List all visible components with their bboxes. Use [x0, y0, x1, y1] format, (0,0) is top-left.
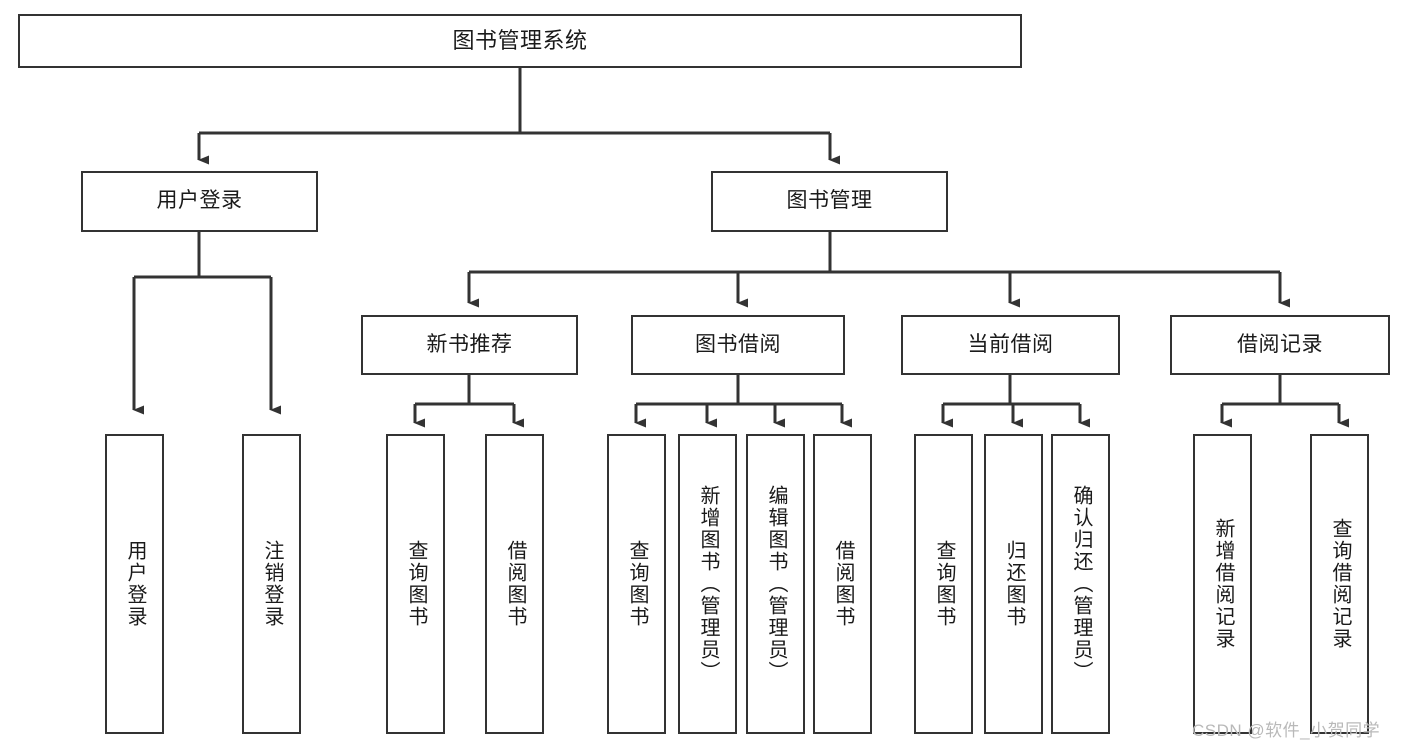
leaf-book-borrow-2[interactable]: 新增图书（管理员）	[678, 434, 737, 734]
node-label: 图书借阅	[695, 332, 781, 356]
node-label: 注销登录	[261, 540, 283, 628]
node-current-borrow[interactable]: 当前借阅	[901, 315, 1120, 375]
node-label: 新增图书（管理员）	[697, 485, 719, 683]
node-label: 图书管理系统	[452, 28, 588, 54]
node-label: 新书推荐	[426, 332, 513, 356]
leaf-borrow-record-2[interactable]: 查询借阅记录	[1310, 434, 1369, 734]
node-borrow-record[interactable]: 借阅记录	[1170, 315, 1390, 375]
node-label: 借阅图书	[832, 540, 854, 628]
node-label: 借阅记录	[1237, 332, 1323, 356]
node-book-borrow[interactable]: 图书借阅	[631, 315, 845, 375]
node-label: 查询图书	[405, 540, 427, 628]
leaf-borrow-record-1[interactable]: 新增借阅记录	[1193, 434, 1252, 734]
node-label: 查询借阅记录	[1329, 518, 1351, 650]
node-label: 归还图书	[1003, 540, 1025, 628]
node-user-login[interactable]: 用户登录	[81, 171, 318, 232]
node-label: 图书管理	[786, 189, 873, 213]
node-book-management[interactable]: 图书管理	[711, 171, 948, 232]
node-label: 查询图书	[933, 540, 955, 628]
leaf-book-borrow-1[interactable]: 查询图书	[607, 434, 666, 734]
leaf-book-borrow-3[interactable]: 编辑图书（管理员）	[746, 434, 805, 734]
node-new-book-recommend[interactable]: 新书推荐	[361, 315, 578, 375]
node-label: 当前借阅	[967, 332, 1054, 356]
node-label: 新增借阅记录	[1212, 518, 1234, 650]
node-label: 编辑图书（管理员）	[765, 485, 787, 683]
node-label: 借阅图书	[504, 540, 526, 628]
node-label: 确认归还（管理员）	[1070, 485, 1092, 683]
node-label: 用户登录	[124, 540, 146, 628]
leaf-user-login-2[interactable]: 注销登录	[242, 434, 301, 734]
node-root-system[interactable]: 图书管理系统	[18, 14, 1022, 68]
leaf-book-borrow-4[interactable]: 借阅图书	[813, 434, 872, 734]
leaf-new-book-recommend-2[interactable]: 借阅图书	[485, 434, 544, 734]
leaf-user-login-1[interactable]: 用户登录	[105, 434, 164, 734]
leaf-new-book-recommend-1[interactable]: 查询图书	[386, 434, 445, 734]
leaf-current-borrow-3[interactable]: 确认归还（管理员）	[1051, 434, 1110, 734]
node-label: 用户登录	[156, 189, 243, 213]
node-label: 查询图书	[626, 540, 648, 628]
leaf-current-borrow-1[interactable]: 查询图书	[914, 434, 973, 734]
leaf-current-borrow-2[interactable]: 归还图书	[984, 434, 1043, 734]
